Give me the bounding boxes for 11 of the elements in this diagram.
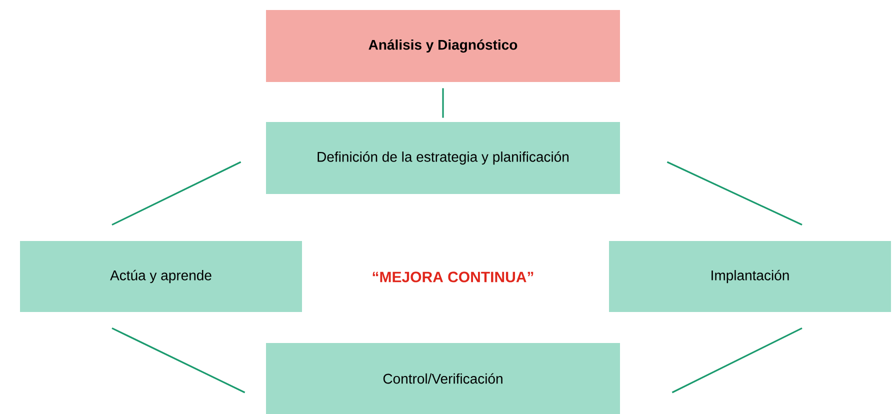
connector-line bbox=[112, 327, 246, 394]
center-label: “MEJORA CONTINUA” bbox=[372, 272, 534, 282]
connector-line bbox=[442, 88, 444, 118]
process-box: Control/Verificación bbox=[266, 342, 620, 414]
header-box: Análisis y Diagnóstico bbox=[266, 10, 620, 82]
connector-line bbox=[112, 161, 242, 226]
connector-line bbox=[666, 161, 802, 226]
process-box: Actúa y aprende bbox=[20, 240, 302, 312]
process-box: Definición de la estrategia y planificación bbox=[266, 122, 620, 194]
process-box: Implantación bbox=[609, 240, 891, 312]
connector-line bbox=[672, 327, 802, 394]
